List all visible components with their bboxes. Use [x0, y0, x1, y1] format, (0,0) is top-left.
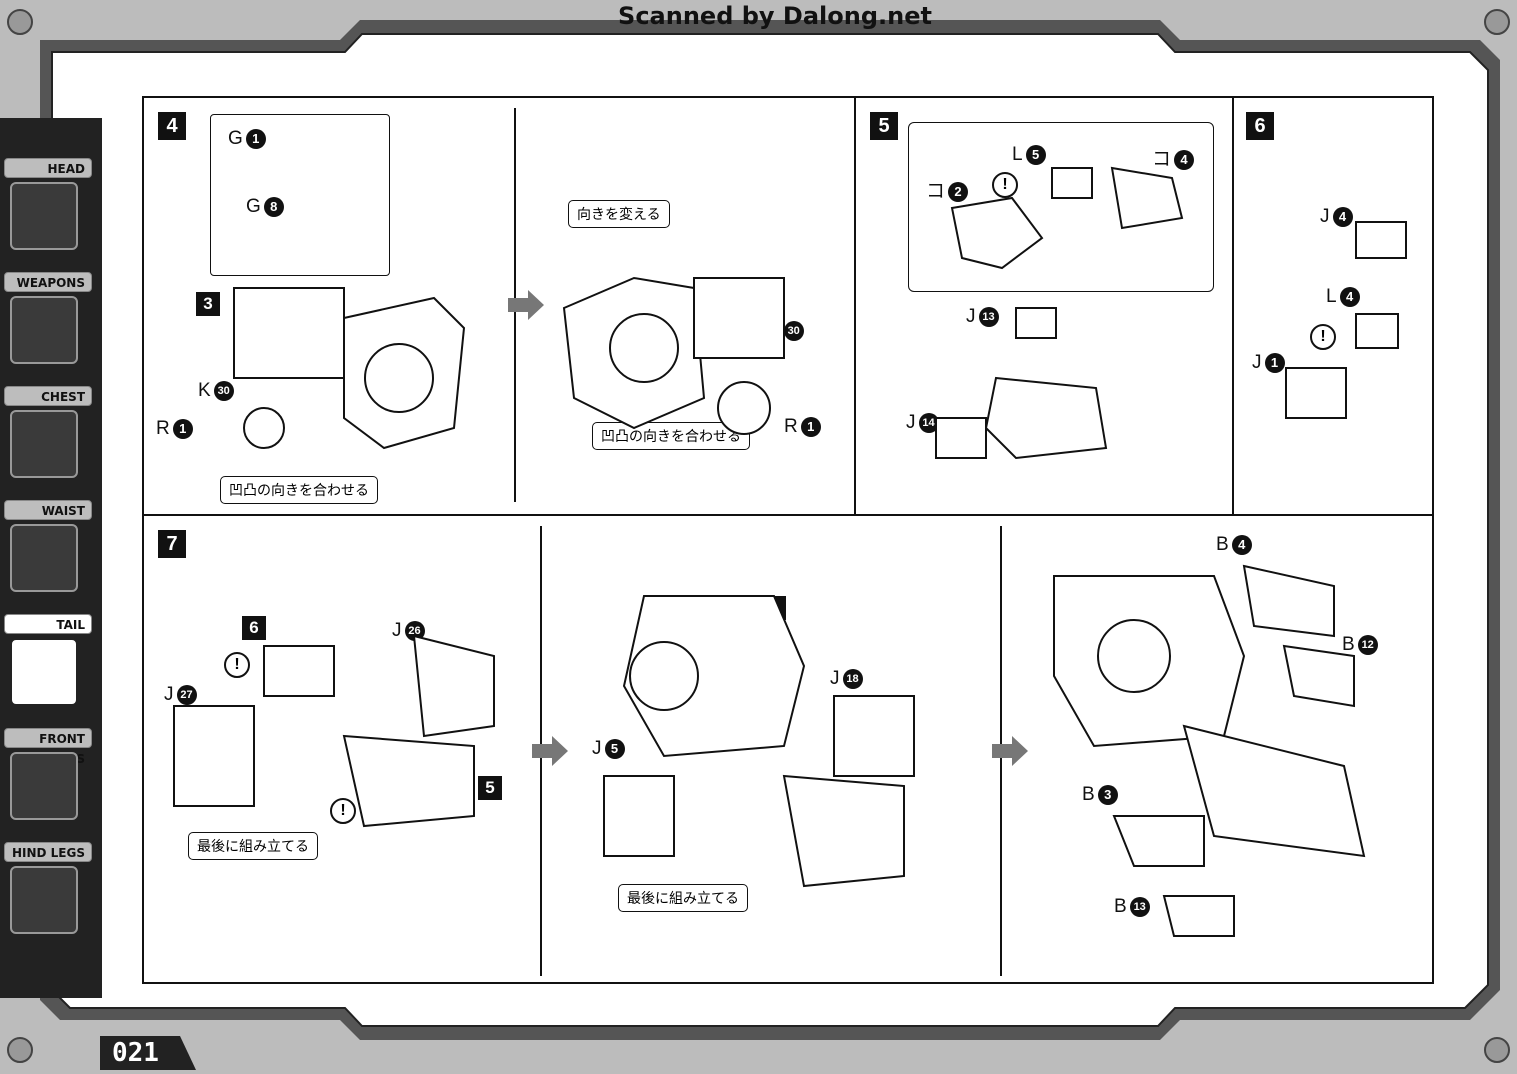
- tail-icon: [10, 638, 78, 706]
- sub-step-number: 5: [478, 776, 502, 800]
- step-number: 7: [158, 530, 186, 558]
- sidebar-item-label: HEAD: [4, 158, 92, 178]
- head-icon: [10, 182, 78, 250]
- step-4-panel: 4 G1 G8 3 K30 R1 凹凸の向きを合わせる 向きを変える K30 R…: [142, 96, 856, 516]
- sidebar-item-label: WEAPONS: [4, 272, 92, 292]
- warning-icon: !: [224, 652, 250, 678]
- sidebar-item-label: TAIL: [4, 614, 92, 634]
- page-number: 021: [112, 1038, 159, 1068]
- hind-legs-icon: [10, 866, 78, 934]
- warning-icon: !: [992, 172, 1018, 198]
- note-align-2: 凹凸の向きを合わせる: [592, 422, 750, 450]
- waist-icon: [10, 524, 78, 592]
- chest-icon: [10, 410, 78, 478]
- sidebar-item-hind-legs[interactable]: HIND LEGS: [4, 842, 92, 950]
- step-number: 4: [158, 112, 186, 140]
- warning-icon: !: [330, 798, 356, 824]
- sub-step-number: 6: [242, 616, 266, 640]
- next-arrow-icon: [992, 736, 1028, 766]
- next-arrow-icon: [508, 290, 544, 320]
- sidebar-item-label: WAIST: [4, 500, 92, 520]
- sidebar-item-label: CHEST: [4, 386, 92, 406]
- joint-parts-illustration: [1285, 221, 1407, 419]
- tail-joint-illustration: [173, 634, 495, 828]
- warning-icon: !: [1310, 324, 1336, 350]
- sidebar-item-front-legs[interactable]: FRONT LEGS: [4, 728, 92, 836]
- tail-joint-illustration: [603, 595, 915, 888]
- sidebar-item-weapons[interactable]: WEAPONS: [4, 272, 92, 380]
- step-number: 5: [870, 112, 898, 140]
- sub-step-number: 3: [196, 292, 220, 316]
- tail-unit-illustration: [562, 276, 785, 435]
- sidebar-item-label: FRONT LEGS: [4, 728, 92, 766]
- joint-assembly-illustration: [935, 307, 1108, 460]
- tail-unit-illustration: [233, 287, 466, 450]
- sidebar-item-tail[interactable]: TAIL: [4, 614, 92, 722]
- next-arrow-icon: [532, 736, 568, 766]
- joint-parts-illustration: [950, 166, 1184, 270]
- step-7-panel: 7 6 ! J26 J27 5 ! 最後に組み立てる 4 J18 J5 最後に組…: [142, 514, 1434, 984]
- step-number: 6: [1246, 112, 1274, 140]
- weapons-icon: [10, 296, 78, 364]
- sidebar-item-head[interactable]: HEAD: [4, 158, 92, 266]
- sidebar-item-waist[interactable]: WAIST: [4, 500, 92, 608]
- detail-inset: [908, 122, 1214, 292]
- front-legs-icon: [10, 752, 78, 820]
- tail-assembled-illustration: [1053, 564, 1366, 937]
- sidebar-item-chest[interactable]: CHEST: [4, 386, 92, 494]
- section-sidebar: HEAD WEAPONS CHEST WAIST TAIL FRONT LEGS…: [0, 118, 102, 978]
- note-align-1: 凹凸の向きを合わせる: [220, 476, 378, 504]
- note-assemble-last-2: 最後に組み立てる: [618, 884, 748, 912]
- detail-inset: [210, 114, 390, 276]
- scan-watermark: Scanned by Dalong.net: [618, 2, 932, 30]
- note-turn: 向きを変える: [568, 200, 670, 228]
- note-assemble-last-1: 最後に組み立てる: [188, 832, 318, 860]
- sidebar-item-label: HIND LEGS: [4, 842, 92, 862]
